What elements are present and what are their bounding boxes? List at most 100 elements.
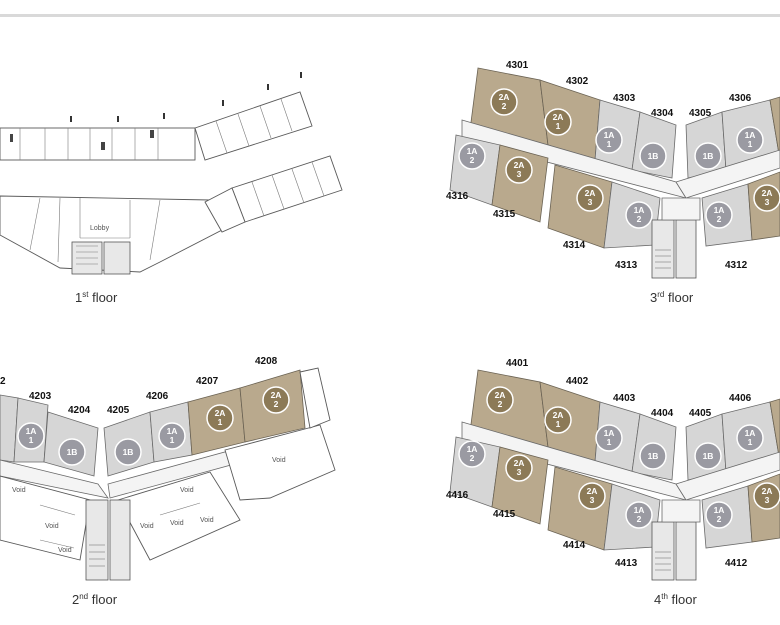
svg-text:3: 3 [765,197,770,207]
svg-text:2: 2 [717,514,722,524]
floor-3-plan: 4301 4302 4303 4304 4305 4306 4316 4315 … [446,60,780,305]
void-label-1: Void [12,487,26,494]
unit-4206: 4206 [146,391,169,402]
floor-1-plan: Lobby 1st floor [0,72,343,305]
badge-4405: 1B [694,442,722,470]
void-label-5: Void [170,520,184,527]
badge-4404: 1B [639,442,667,470]
svg-text:3: 3 [590,495,595,505]
unit-4404: 4404 [651,408,674,419]
svg-text:1: 1 [607,139,612,149]
badge-4406: 1A1 [736,424,764,452]
svg-text:2: 2 [470,453,475,463]
svg-text:1A: 1A [467,146,478,156]
svg-text:2A: 2A [762,188,773,198]
floor-3-caption: 3rd floor [650,290,694,305]
svg-text:2A: 2A [514,458,525,468]
svg-text:2A: 2A [495,390,506,400]
svg-text:1B: 1B [648,451,659,461]
top-divider [0,14,780,17]
unit-4412: 4412 [725,558,748,569]
svg-text:2: 2 [717,214,722,224]
badge-4205: 1B [114,438,142,466]
svg-text:2: 2 [274,399,279,409]
svg-text:2: 2 [502,101,507,111]
svg-text:1A: 1A [745,130,756,140]
unit-4403: 4403 [613,393,636,404]
badge-4411: 2A3 [753,482,780,510]
unit-4313: 4313 [615,260,638,271]
svg-text:1: 1 [556,419,561,429]
svg-text:1B: 1B [703,151,714,161]
unit-4405: 4405 [689,408,712,419]
badge-4208: 2A2 [262,386,290,414]
unit-4416: 4416 [446,490,469,501]
svg-text:2: 2 [470,155,475,165]
unit-4301: 4301 [506,60,529,71]
svg-text:1A: 1A [604,428,615,438]
void-label-8: Void [272,457,286,464]
badge-4303: 1A1 [595,126,623,154]
unit-4204: 4204 [68,405,91,416]
badge-4203: 1A1 [17,422,45,450]
svg-text:1B: 1B [123,447,134,457]
badge-4401: 2A2 [486,386,514,414]
badge-4415: 2A3 [505,454,533,482]
badge-4302: 2A1 [544,108,572,136]
badge-4305: 1B [694,142,722,170]
void-label-7: Void [180,487,194,494]
unit-4413: 4413 [615,558,638,569]
floor-1-upper-bays [0,91,313,161]
floor-1-lower-bays [231,155,343,223]
badge-4312: 1A2 [705,201,733,229]
floor-4-plan: 4401 4402 4403 4404 4405 4406 4416 4415 … [446,358,780,607]
svg-text:1A: 1A [634,205,645,215]
unit-4402: 4402 [566,376,589,387]
unit-4415: 4415 [493,509,516,520]
badge-4206: 1A1 [158,422,186,450]
badge-4416: 1A2 [458,440,486,468]
svg-text:1: 1 [607,437,612,447]
void-label-3: Void [58,547,72,554]
floor-1-posts [70,72,302,122]
svg-text:1B: 1B [703,451,714,461]
svg-text:1A: 1A [634,505,645,515]
void-label-6: Void [200,517,214,524]
unit-4306: 4306 [729,93,752,104]
badge-4207: 2A1 [206,404,234,432]
svg-text:1A: 1A [714,205,725,215]
unit-4314: 4314 [563,240,586,251]
unit-4304: 4304 [651,108,674,119]
svg-text:1A: 1A [745,428,756,438]
badge-4413: 1A2 [625,501,653,529]
svg-text:3: 3 [765,495,770,505]
unit-4315: 4315 [493,209,516,220]
svg-text:1B: 1B [648,151,659,161]
floor-1-lobby-block: Lobby [0,187,246,275]
svg-text:2: 2 [637,514,642,524]
svg-text:2A: 2A [499,92,510,102]
floor-4-caption: 4th floor [654,592,697,607]
badge-4313: 1A2 [625,201,653,229]
badge-4204: 1B [58,438,86,466]
svg-text:1: 1 [556,121,561,131]
svg-text:2A: 2A [762,486,773,496]
unit-4406: 4406 [729,393,752,404]
badge-4311: 2A3 [753,184,780,212]
svg-text:1: 1 [29,435,34,445]
floor-2-plan: Void Void Void Void Void Void Void Void … [0,356,336,607]
svg-text:1B: 1B [67,447,78,457]
lobby-label: Lobby [90,225,110,232]
void-label-2: Void [45,523,59,530]
svg-text:3: 3 [517,467,522,477]
unit-4207: 4207 [196,376,219,387]
svg-text:1: 1 [748,437,753,447]
svg-text:1A: 1A [467,444,478,454]
svg-text:3: 3 [588,197,593,207]
svg-text:3: 3 [517,169,522,179]
unit-4305: 4305 [689,108,712,119]
badge-4315: 2A3 [505,156,533,184]
svg-text:1A: 1A [167,426,178,436]
svg-text:2A: 2A [215,408,226,418]
badge-4316: 1A2 [458,142,486,170]
